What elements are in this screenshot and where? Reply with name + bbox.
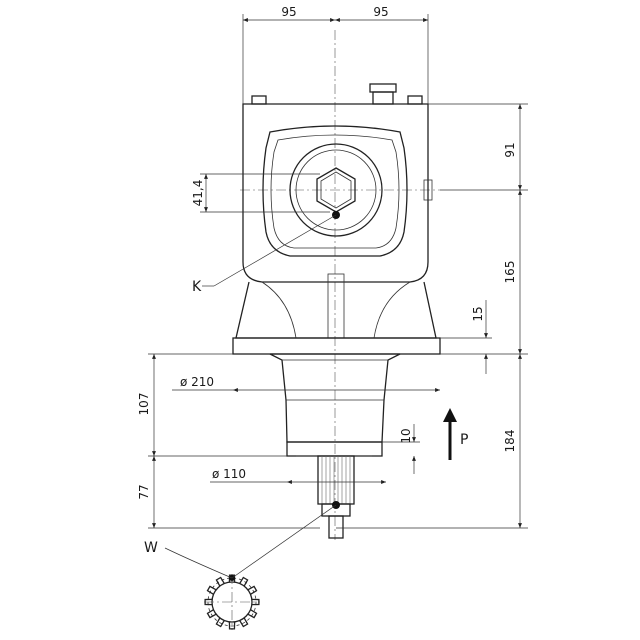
dim-165: 165: [503, 261, 517, 284]
dimension-shaft-offset: 41,4: [191, 173, 330, 213]
dimension-spigot-diameter: ø 110: [210, 467, 386, 484]
spline-tooth: [215, 576, 225, 587]
label-p: P: [460, 432, 468, 448]
spline-tooth: [247, 609, 258, 619]
output-spline-shaft: [317, 455, 355, 539]
dimension-left-heights: 107 77: [137, 353, 320, 529]
dim-107: 107: [137, 393, 151, 416]
dim-10: 10: [399, 428, 413, 443]
dim-91: 91: [503, 142, 517, 157]
dim-184: 184: [503, 430, 517, 453]
dimension-spigot-step: 10: [382, 424, 420, 474]
dimension-flange-diameter: ø 210: [172, 375, 440, 392]
spline-tooth: [239, 617, 249, 628]
spline-tooth: [204, 598, 213, 606]
direction-arrow-p: P: [443, 408, 468, 460]
centerlines: [240, 30, 440, 540]
dim-77: 77: [137, 484, 151, 499]
spline-tooth: [206, 609, 217, 619]
dim-41-4: 41,4: [191, 180, 205, 207]
dim-diameter-210: ø 210: [180, 375, 214, 389]
spline-tooth: [215, 617, 225, 628]
flange: [232, 337, 441, 355]
dimension-top-width: 95 95: [242, 5, 429, 104]
k-leader: K: [192, 214, 337, 295]
dim-15: 15: [471, 306, 485, 321]
w-leader: W: [144, 504, 337, 579]
dimension-right-heights: 91 165 184: [336, 103, 528, 529]
spline-tooth: [247, 585, 258, 595]
spline-tooth: [206, 585, 217, 595]
dim-95-right: 95: [373, 5, 388, 19]
gearbox-housing: [235, 83, 437, 339]
spline-gear-section: [204, 574, 260, 630]
spline-tooth: [251, 598, 260, 606]
label-k: K: [192, 279, 202, 295]
label-w: W: [144, 540, 158, 556]
dim-95-left: 95: [281, 5, 296, 19]
dimension-flange-step: 15: [440, 300, 492, 374]
spline-tooth: [228, 621, 236, 630]
dim-diameter-110: ø 110: [212, 467, 246, 481]
spline-tooth: [239, 576, 249, 587]
